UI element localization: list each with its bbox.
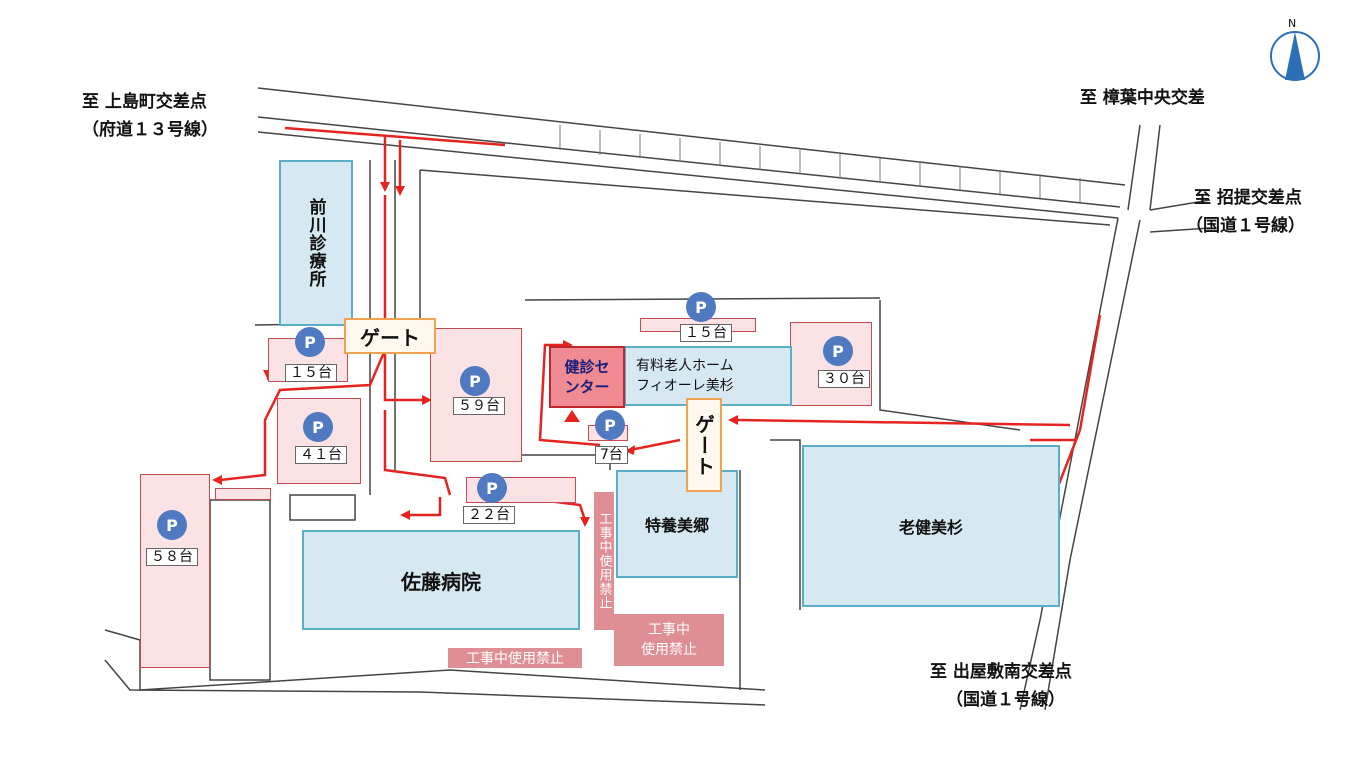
fiore-east-edge [879,300,1021,431]
route-to-p7 [629,438,681,452]
north-road-edge-inner [257,116,1121,208]
arrow-down-1 [380,182,390,192]
arrow-east-gate [728,415,738,425]
parking-marker-41: P [303,412,333,442]
arrow-right [422,395,432,405]
dest-maneki-line1: 至 招提交差点 [1194,188,1302,208]
building-fiore: 有料老人ホーム フィオーレ美杉 [624,346,792,406]
route-west-drive [383,195,425,402]
east-inner-line [770,439,801,610]
route-center-loop [538,343,601,447]
arrow-left [212,475,222,485]
route-south [383,410,452,496]
west-structure [209,499,271,681]
building-maekawa-clinic: 前川診療所 [279,160,353,326]
parking-count-7: 7台 [595,446,628,464]
gate-west: ゲート [344,318,436,354]
arrow-p7 [625,445,635,455]
arrow-down-2 [395,186,405,196]
parking-marker-7: P [595,410,625,440]
parking-count-58: ５８台 [146,548,198,566]
dest-shoyo: 至 樟葉中央交差 [1080,88,1205,108]
dest-deyashiki-line2: （国道１号線） [946,690,1065,710]
road-hatching [559,125,1081,202]
east-branch-2 [1149,227,1211,233]
parking-marker-15-north: P [686,292,716,322]
fiore-line1: 有料老人ホーム [636,358,734,374]
east-road-upper-2 [1149,124,1161,211]
dest-maneki-line2: （国道１号線） [1186,216,1305,236]
access-routes [219,126,1102,521]
fiore-line2: フィオーレ美杉 [636,378,734,394]
parking-count-22: ２２台 [463,506,515,524]
dest-kamishima-line1: 至 上島町交差点 [82,92,207,112]
route-arrows [212,182,738,527]
south-road-line-2 [104,659,766,706]
parking-count-15-west: １５台 [285,364,337,382]
building-sato-hospital: 佐藤病院 [302,530,580,630]
north-compass [1270,31,1320,81]
building-kenshin-center: 健診センター [549,346,625,408]
parking-count-41: ４１台 [295,446,347,464]
construction-zone-bottom: 工事中使用禁止 [448,648,582,668]
east-road-west-edge [1019,217,1119,711]
dest-deyashiki-line1: 至 出屋敷南交差点 [930,662,1072,682]
center-entrance-marker [564,410,580,422]
dest-kamishima-line2: （府道１３号線） [82,120,218,140]
lot-north-edge [419,169,1111,226]
arrow-hospital [400,510,410,520]
parking-marker-58: P [157,510,187,540]
parking-lot-58 [140,474,210,668]
compass-north-label: N [1288,17,1297,30]
east-road-upper [1127,124,1141,211]
parking-count-15-north: １５台 [680,324,732,342]
north-road-curb [257,131,1119,219]
parking-count-30: ３０台 [818,370,870,388]
hatch-marks [559,125,1081,202]
route-west-loop [219,349,387,482]
construction-zone-vertical: 工事中使用禁止 [594,492,614,630]
parking-marker-30: P [823,336,853,366]
construction-box-line1: 工事中 [648,622,690,638]
arrow-tokuyo [580,517,590,527]
north-road-edge [257,87,1126,186]
route-hospital [408,497,442,517]
gate-east: ゲート [686,398,722,492]
parking-strip-58 [215,488,271,500]
parking-count-59: ５９台 [453,397,505,415]
small-structure [289,494,356,521]
east-branch [1149,199,1211,211]
route-east-gate [734,418,1071,427]
construction-box-line2: 使用禁止 [641,642,697,658]
parking-marker-59: P [460,366,490,396]
route-north [284,126,506,147]
east-road-east-edge [1044,219,1141,711]
parking-marker-22: P [477,473,507,503]
construction-zone-box: 工事中 使用禁止 [614,614,724,666]
building-roken: 老健美杉 [802,445,1060,607]
route-tokuyo [539,498,587,521]
parking-marker-15-west: P [295,327,325,357]
compass-needle [1285,32,1305,80]
